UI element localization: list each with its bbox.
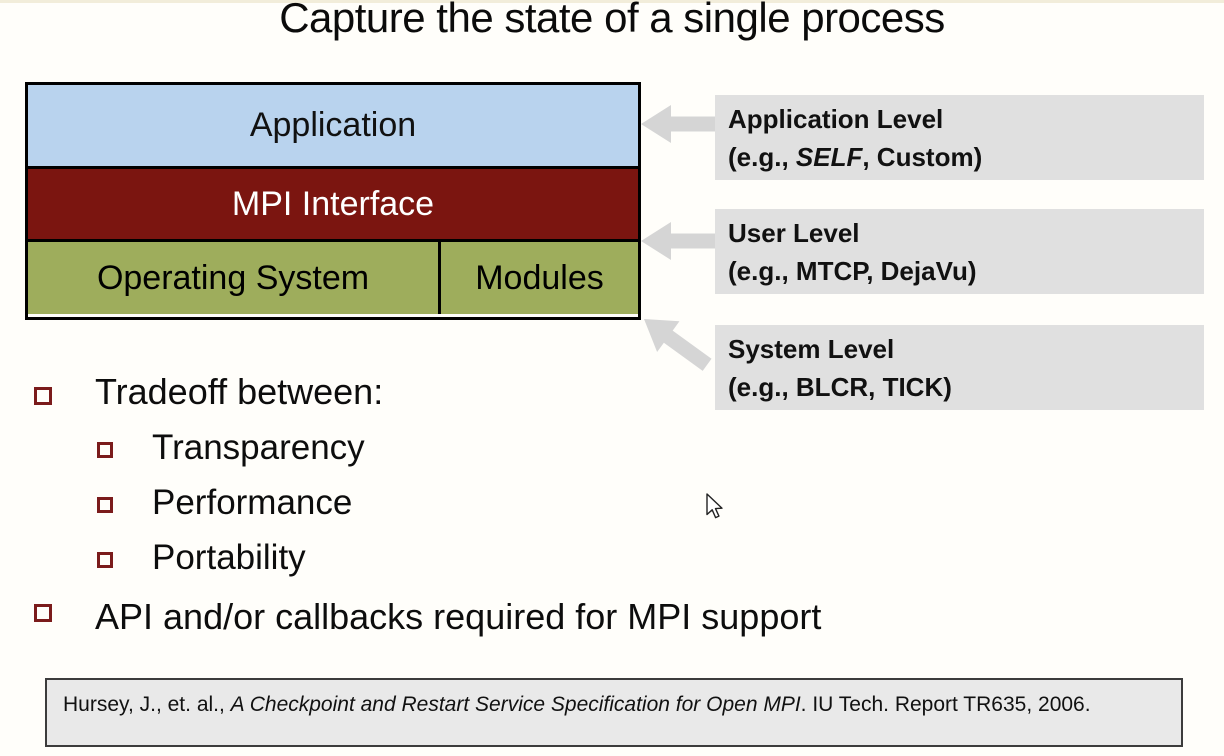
slide-title: Capture the state of a single process <box>279 0 945 41</box>
modules-cell: Modules <box>438 242 638 314</box>
user-level-title: User Level <box>728 218 860 248</box>
citation-suffix: . IU Tech. Report TR635, 2006. <box>800 693 1091 716</box>
operating-system-label: Operating System <box>96 258 370 297</box>
system-level-examples: (e.g., BLCR, TICK) <box>728 372 952 402</box>
application-level-examples: (e.g., SELF, Custom) <box>728 142 983 172</box>
citation-box: Hursey, J., et. al., A Checkpoint and Re… <box>45 678 1183 747</box>
system-level-callout: System Level (e.g., BLCR, TICK) <box>715 325 1204 410</box>
mpi-interface-label: MPI Interface <box>231 184 435 223</box>
process-stack-diagram: Application MPI Interface Operating Syst… <box>25 82 641 320</box>
slide-top-edge <box>0 0 1224 3</box>
bullet-square-icon <box>34 604 52 622</box>
bullet-performance: Performance <box>152 483 353 522</box>
application-level-title: Application Level <box>728 104 944 134</box>
bullet-api-callbacks: API and/or callbacks required for MPI su… <box>95 596 822 637</box>
user-level-examples: (e.g., MTCP, DejaVu) <box>728 256 977 286</box>
arrow-left-application-icon <box>641 105 719 143</box>
bullet-transparency: Transparency <box>152 428 365 467</box>
bullet-portability: Portability <box>152 538 306 577</box>
bullet-tradeoff: Tradeoff between: <box>95 371 384 412</box>
bullet-square-icon <box>34 387 52 405</box>
citation-prefix: Hursey, J., et. al., <box>63 693 231 716</box>
bullet-square-icon <box>97 497 113 513</box>
modules-label: Modules <box>475 258 604 297</box>
os-modules-layer: Operating System Modules <box>28 239 638 314</box>
operating-system-cell: Operating System <box>28 242 438 314</box>
application-layer: Application <box>28 85 638 166</box>
self-emphasis: SELF <box>795 142 863 172</box>
bullet-square-icon <box>97 552 113 568</box>
user-level-callout: User Level (e.g., MTCP, DejaVu) <box>715 209 1204 294</box>
system-level-title: System Level <box>728 334 895 364</box>
citation-title-italic: A Checkpoint and Restart Service Specifi… <box>230 693 801 716</box>
arrow-up-left-system-icon <box>644 319 712 371</box>
mouse-cursor-icon <box>706 493 723 519</box>
application-layer-label: Application <box>249 106 417 144</box>
mpi-interface-layer: MPI Interface <box>28 166 638 239</box>
application-level-callout: Application Level (e.g., SELF, Custom) <box>715 95 1204 180</box>
bullet-square-icon <box>97 442 113 458</box>
callout-arrows <box>641 105 719 371</box>
arrow-left-user-icon <box>641 222 719 260</box>
